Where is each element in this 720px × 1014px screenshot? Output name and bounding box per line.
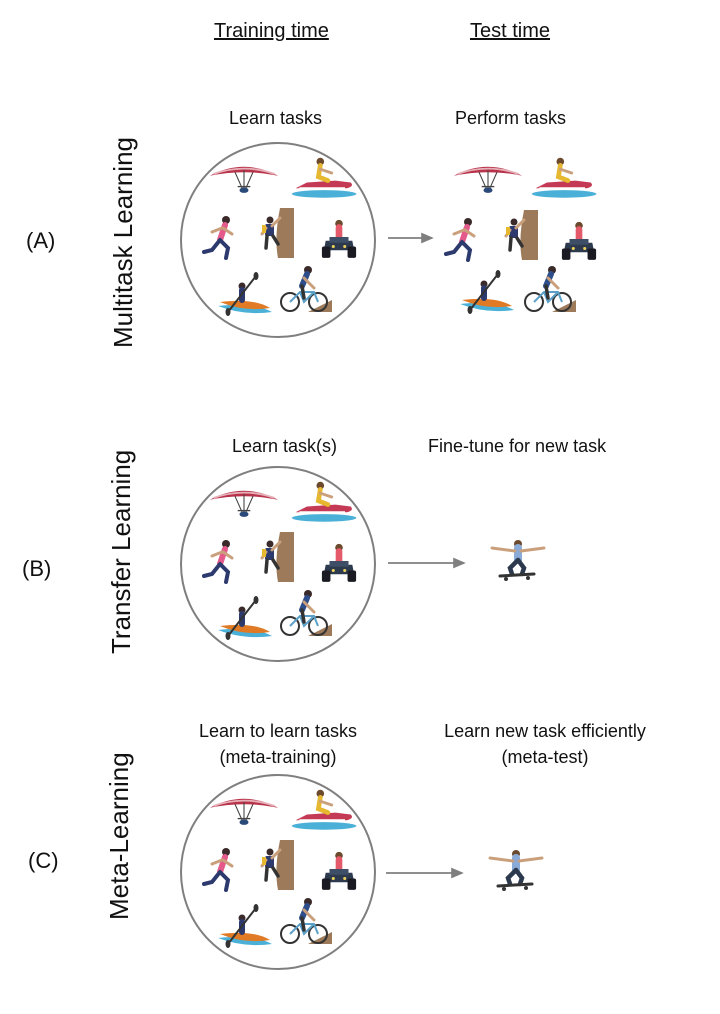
- training-time-header: Training time: [214, 20, 329, 42]
- test-time-header: Test time: [470, 20, 551, 42]
- row-b-train-label: Learn task(s): [232, 436, 338, 456]
- kayaker-icon: [460, 270, 514, 314]
- quad-bike-icon: [562, 222, 596, 260]
- row-c-test-label-line1: Learn new task efficiently: [444, 721, 646, 741]
- row-c-task-circle: [180, 774, 376, 970]
- row-c-arrow: [386, 867, 464, 879]
- rock-climber-icon: [260, 838, 296, 892]
- cyclist-icon: [281, 590, 332, 636]
- row-c-test-label-line2: (meta-test): [501, 747, 589, 767]
- runner-icon: [204, 216, 232, 258]
- kayaker-icon: [218, 904, 272, 948]
- row-c-train-tasks: [180, 774, 376, 970]
- cyclist-icon: [281, 898, 332, 944]
- hang-glider-icon: [208, 489, 280, 518]
- jet-ski-icon: [292, 158, 357, 198]
- row-a-train-label: Learn tasks: [229, 108, 323, 128]
- row-b-arrow: [388, 557, 466, 569]
- hang-glider-icon: [208, 797, 280, 826]
- row-c-id: (C): [28, 848, 59, 873]
- skateboarder-icon: [490, 850, 542, 891]
- row-b-test-label: Fine-tune for new task: [428, 436, 607, 456]
- row-b-train-tasks: [180, 466, 376, 662]
- kayaker-icon: [218, 272, 272, 316]
- runner-icon: [204, 540, 232, 582]
- row-a-arrow: [388, 232, 434, 244]
- kayaker-icon: [218, 596, 272, 640]
- row-a-method-label: Multitask Learning: [108, 137, 138, 348]
- row-c-test-label: Learn new task efficiently (meta-test): [430, 718, 660, 770]
- row-a-id: (A): [26, 228, 56, 253]
- row-c-train-label: Learn to learn tasks (meta-training): [198, 718, 358, 770]
- jet-ski-icon: [532, 158, 597, 198]
- rock-climber-icon: [504, 208, 540, 262]
- runner-icon: [204, 848, 232, 890]
- rock-climber-icon: [260, 206, 296, 260]
- row-a-task-circle: [180, 142, 376, 338]
- row-c-train-label-line1: Learn to learn tasks: [198, 721, 358, 741]
- row-b-id: (B): [22, 556, 52, 581]
- cyclist-icon: [281, 266, 332, 312]
- runner-icon: [446, 218, 474, 260]
- cyclist-icon: [525, 266, 576, 312]
- row-a-test-label: Perform tasks: [455, 108, 567, 128]
- quad-bike-icon: [322, 220, 356, 258]
- row-b-new-task: [488, 538, 550, 586]
- rock-climber-icon: [260, 530, 296, 584]
- row-a-train-tasks: [180, 142, 376, 338]
- row-b-method-label: Transfer Learning: [106, 449, 136, 654]
- jet-ski-icon: [292, 482, 357, 522]
- quad-bike-icon: [322, 852, 356, 890]
- row-c-new-task: [486, 848, 548, 896]
- skateboarder-icon: [492, 540, 544, 581]
- row-b-task-circle: [180, 466, 376, 662]
- row-a-test-tasks: [440, 150, 600, 330]
- jet-ski-icon: [292, 790, 357, 830]
- row-c-method-label: Meta-Learning: [104, 752, 134, 920]
- hang-glider-icon: [208, 165, 280, 194]
- hang-glider-icon: [452, 165, 524, 194]
- quad-bike-icon: [322, 544, 356, 582]
- row-c-train-label-line2: (meta-training): [219, 747, 337, 767]
